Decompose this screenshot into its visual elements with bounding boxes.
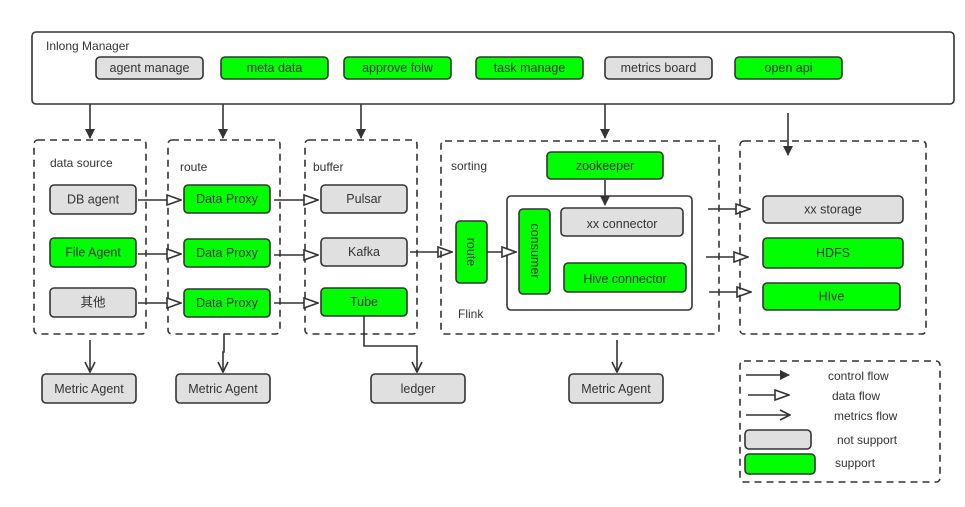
manager-module-approve-folw-box bbox=[343, 56, 452, 80]
flink-label: Flink bbox=[458, 307, 484, 321]
manager-module-meta-data-label: meta data bbox=[247, 61, 303, 75]
legend-not-support-label: not support bbox=[837, 433, 898, 447]
manager-module-approve-folw-label: approve folw bbox=[362, 61, 434, 75]
legend-not-support-swatch bbox=[744, 429, 812, 450]
manager-module-meta-data-box bbox=[220, 56, 329, 80]
legend-control-flow-label: control flow bbox=[828, 369, 889, 383]
hive-connector-box bbox=[563, 262, 687, 293]
manager-module-task-manage-box bbox=[475, 56, 584, 80]
storage-hdfs-box bbox=[762, 237, 904, 269]
sorting-route-label: route bbox=[464, 238, 478, 267]
buffer-pulsar-box bbox=[320, 184, 408, 214]
sorting-frame bbox=[440, 140, 720, 335]
metric-agent-box-sorting bbox=[568, 373, 664, 404]
buffer-tube-label: Tube bbox=[350, 295, 378, 309]
route-1-data-proxy-box bbox=[183, 238, 271, 268]
legend: control flow data flow metrics flow not … bbox=[739, 360, 941, 483]
data-source-db-agent-label: DB agent bbox=[67, 193, 120, 207]
route-1-data-proxy-label: Data Proxy bbox=[196, 246, 259, 260]
storage-hive-box bbox=[762, 282, 901, 311]
buffer-title: buffer bbox=[313, 160, 343, 174]
buffer-frame bbox=[304, 139, 418, 335]
metric-agent-label-ds: Metric Agent bbox=[54, 382, 124, 396]
ledger-box bbox=[370, 373, 466, 404]
route-title: route bbox=[180, 160, 208, 174]
route-2-data-proxy-box bbox=[183, 288, 271, 318]
manager-module-metrics-board-box bbox=[604, 56, 713, 80]
consumer-label: consumer bbox=[528, 224, 542, 279]
buffer-pulsar-label: Pulsar bbox=[346, 192, 381, 206]
xx-connector-label: xx connector bbox=[587, 217, 658, 231]
buffer-kafka-box bbox=[320, 237, 408, 267]
manager-module-open-api-box bbox=[734, 56, 843, 80]
route-2-data-proxy-label: Data Proxy bbox=[196, 296, 259, 310]
zookeeper-label: zookeeper bbox=[576, 159, 634, 173]
legend-metrics-flow-label: metrics flow bbox=[834, 409, 898, 423]
manager-module-metrics-board-label: metrics board bbox=[621, 61, 697, 75]
sorting-title: sorting bbox=[451, 159, 487, 173]
legend-support-label: support bbox=[835, 456, 876, 470]
legend-frame bbox=[739, 360, 941, 483]
storage-frame bbox=[739, 140, 927, 335]
manager-frame bbox=[31, 31, 955, 105]
manager-module-agent-manage-box bbox=[95, 56, 204, 80]
storage-hdfs-label: HDFS bbox=[816, 246, 850, 260]
manager-module-task-manage-label: task manage bbox=[494, 61, 566, 75]
metric-agent-box-ds bbox=[41, 373, 137, 404]
data-source-file-agent-box bbox=[49, 237, 137, 268]
metric-agent-label-sorting: Metric Agent bbox=[581, 382, 651, 396]
consumer-box bbox=[518, 208, 551, 295]
data-source-item-label: 其他 bbox=[80, 296, 106, 310]
manager-title: Inlong Manager bbox=[46, 39, 129, 53]
legend-data-flow-label: data flow bbox=[832, 389, 880, 403]
legend-support-swatch bbox=[744, 453, 816, 475]
sorting-group: sorting zookeeper Flink route consumer x… bbox=[440, 140, 720, 335]
zookeeper-box bbox=[546, 151, 664, 180]
buffer-kafka-label: Kafka bbox=[348, 245, 380, 259]
data-source-frame bbox=[33, 139, 147, 335]
metrics-arrow-route bbox=[223, 334, 224, 372]
storage-xx-storage-label: xx storage bbox=[804, 203, 862, 217]
data-source-db-agent-box bbox=[49, 184, 137, 215]
data-source-title: data source bbox=[50, 156, 113, 170]
inlong-manager: Inlong Manager agent manage meta data appr… bbox=[31, 31, 955, 105]
manager-module-agent-manage-label: agent manage bbox=[110, 61, 190, 75]
route-0-data-proxy-label: Data Proxy bbox=[196, 192, 259, 206]
data-source-file-agent-label: File Agent bbox=[65, 246, 121, 260]
storage-xx-storage-box bbox=[762, 195, 904, 224]
xx-connector-box bbox=[560, 207, 684, 237]
metric-agent-box-route bbox=[175, 373, 271, 404]
ledger-label: ledger bbox=[401, 382, 436, 396]
metric-agent-label-route: Metric Agent bbox=[188, 382, 258, 396]
data-source-item-box bbox=[49, 287, 137, 318]
hive-connector-label: Hive connector bbox=[583, 272, 666, 286]
route-0-data-proxy-box bbox=[183, 184, 271, 214]
manager-module-open-api-label: open api bbox=[765, 61, 813, 75]
storage-hive-label: HIve bbox=[819, 290, 845, 304]
tube-ledger-arrow bbox=[363, 316, 417, 372]
